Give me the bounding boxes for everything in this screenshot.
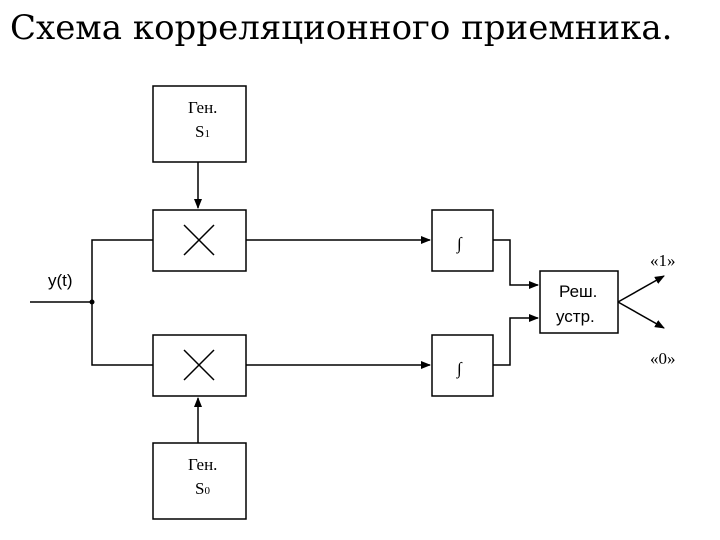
integrator-bottom-block: ∫ <box>431 334 494 397</box>
generator-s1-line1: Ген. <box>188 98 217 117</box>
output-zero-arrow <box>617 301 665 329</box>
multiplier-bottom-block <box>152 334 247 397</box>
input-signal-label: y(t) <box>48 271 73 290</box>
generator-s0-block: Ген. S0 <box>152 442 247 520</box>
input-to-top-multiplier <box>91 239 153 302</box>
page-title: Схема корреляционного приемника. <box>10 8 673 48</box>
multiplier-top-block <box>152 209 247 272</box>
top-integrator-to-decision <box>493 239 539 289</box>
generator-s1-label: S1 <box>195 122 210 141</box>
output-zero-label: «0» <box>650 349 676 368</box>
integral-icon: ∫ <box>456 359 463 379</box>
generator-s1-block: Ген. S1 <box>152 85 247 163</box>
output-one-arrow <box>617 275 665 303</box>
generator-s0-line1: Ген. <box>188 455 217 474</box>
bottom-integrator-to-decision <box>493 314 539 366</box>
decision-line2: устр. <box>556 307 595 326</box>
decision-line1: Реш. <box>559 282 597 301</box>
generator-s0-label: S0 <box>195 479 210 498</box>
output-one-label: «1» <box>650 251 676 270</box>
decision-block: Реш. устр. <box>539 270 619 334</box>
integral-icon: ∫ <box>456 234 463 254</box>
integrator-top-block: ∫ <box>431 209 494 272</box>
input-to-bottom-multiplier <box>91 302 153 366</box>
